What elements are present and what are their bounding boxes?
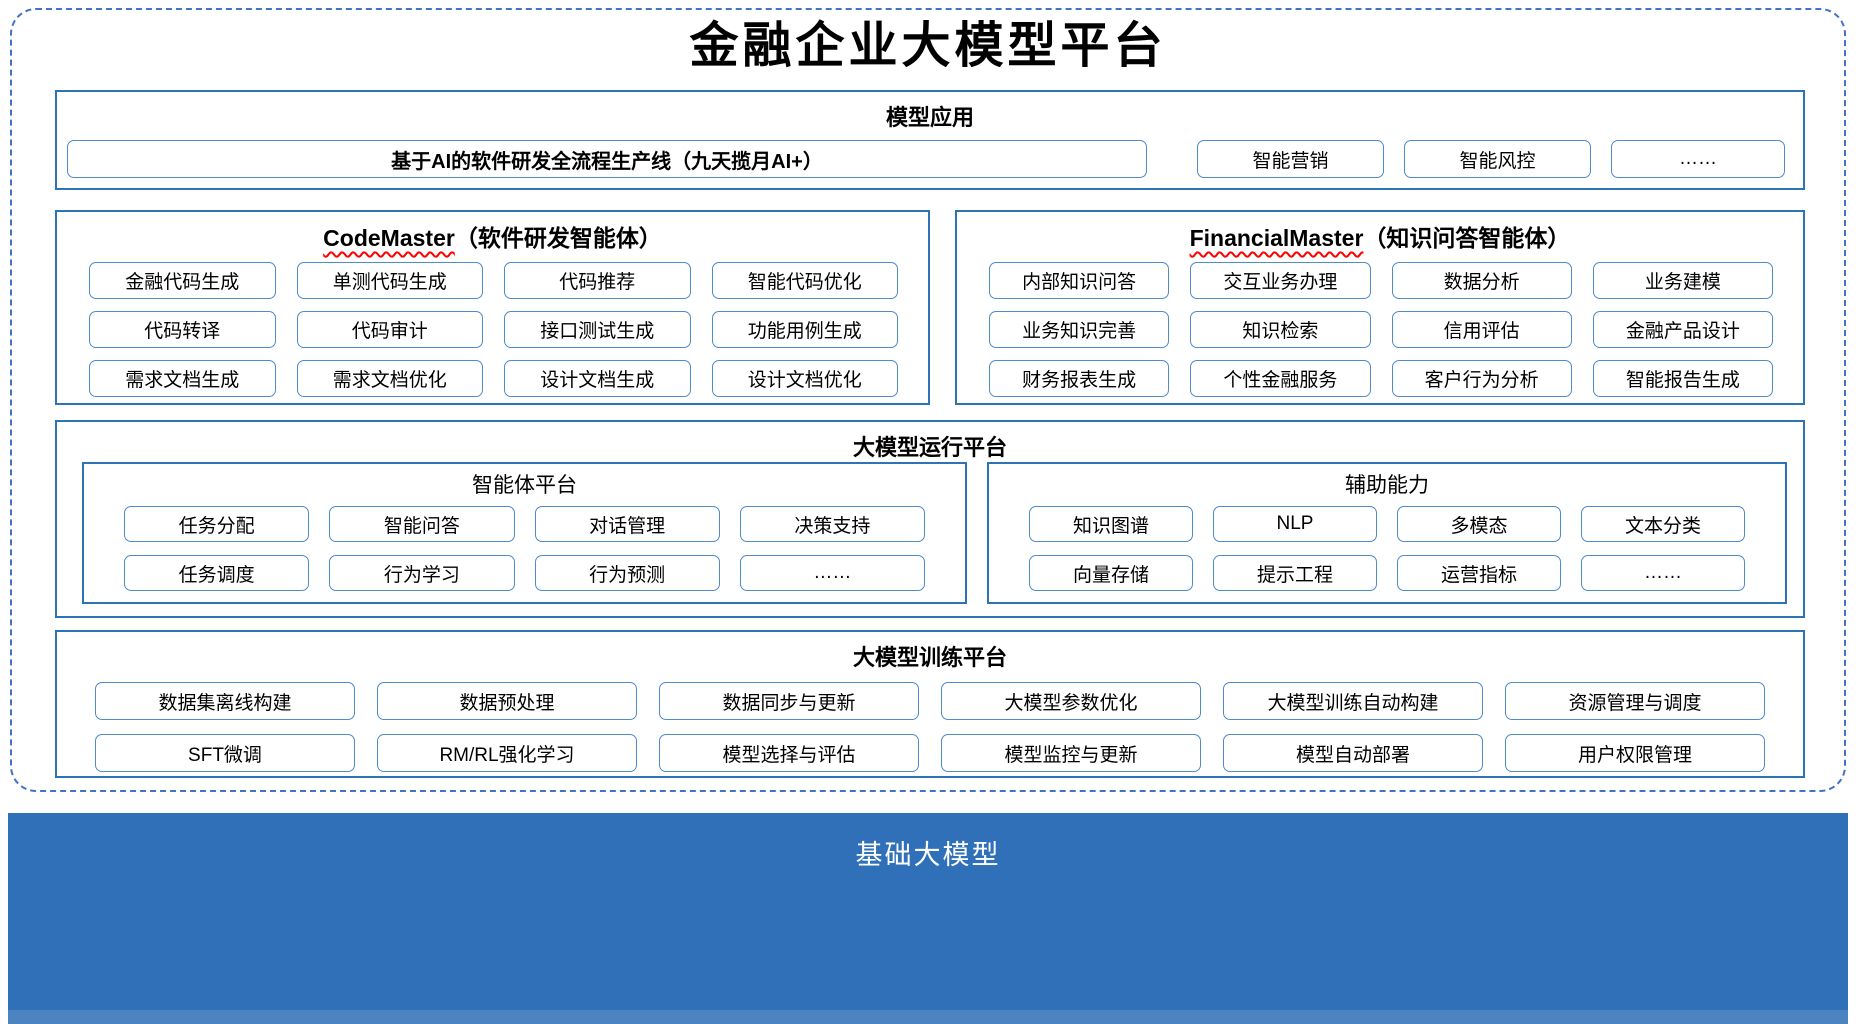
agent-platform-item: …… (739, 555, 925, 591)
aux-capability-grid: 知识图谱 NLP 多模态 文本分类 向量存储 提示工程 运营指标 …… (989, 499, 1785, 591)
codemaster-item: 单测代码生成 (296, 262, 483, 299)
base-model-bar: 基础大模型 (8, 813, 1848, 1024)
financialmaster-subtitle: （知识问答智能体） (1363, 225, 1571, 251)
section-financialmaster: FinancialMaster（知识问答智能体） 内部知识问答 交互业务办理 数… (955, 210, 1805, 405)
section-codemaster: CodeMaster（软件研发智能体） 金融代码生成 单测代码生成 代码推荐 智… (55, 210, 930, 405)
agent-platform-item: 任务调度 (124, 555, 310, 591)
financialmaster-item: 财务报表生成 (989, 360, 1170, 397)
agent-platform-item: 行为预测 (534, 555, 720, 591)
agent-platform-item: 任务分配 (124, 506, 310, 542)
model-applications-header: 模型应用 (885, 105, 974, 130)
aux-capability-item: 运营指标 (1397, 555, 1561, 591)
codemaster-item: 设计文档生成 (504, 360, 691, 397)
training-item: 数据集离线构建 (95, 682, 355, 720)
financialmaster-item: 内部知识问答 (989, 262, 1170, 299)
training-item: 模型自动部署 (1223, 734, 1483, 772)
codemaster-item: 接口测试生成 (504, 311, 691, 348)
aux-capability-title: 辅助能力 (1345, 474, 1429, 497)
runtime-platform-header: 大模型运行平台 (852, 435, 1007, 460)
financialmaster-item: 业务知识完善 (989, 311, 1170, 348)
training-item: 用户权限管理 (1505, 734, 1765, 772)
financialmaster-item: 个性金融服务 (1190, 360, 1371, 397)
section-model-applications: 模型应用 基于AI的软件研发全流程生产线（九天揽月AI+） 智能营销 智能风控 … (55, 90, 1805, 190)
aux-capability-item: 向量存储 (1029, 555, 1193, 591)
codemaster-item: 代码审计 (296, 311, 483, 348)
codemaster-title: CodeMaster（软件研发智能体） (57, 219, 928, 253)
subsection-aux-capability: 辅助能力 知识图谱 NLP 多模态 文本分类 向量存储 提示工程 运营指标 …… (987, 462, 1787, 604)
codemaster-subtitle: （软件研发智能体） (454, 225, 662, 251)
codemaster-item: 智能代码优化 (711, 262, 898, 299)
codemaster-item: 代码推荐 (504, 262, 691, 299)
financialmaster-item: 信用评估 (1391, 311, 1572, 348)
training-item: RM/RL强化学习 (377, 734, 637, 772)
training-item: 模型选择与评估 (659, 734, 919, 772)
aux-capability-item: …… (1581, 555, 1745, 591)
training-platform-grid: 数据集离线构建 数据预处理 数据同步与更新 大模型参数优化 大模型训练自动构建 … (57, 672, 1803, 772)
aux-capability-item: 文本分类 (1581, 506, 1745, 542)
training-item: SFT微调 (95, 734, 355, 772)
base-model-label: 基础大模型 (855, 840, 1001, 870)
financialmaster-name: FinancialMaster (1189, 225, 1364, 251)
financialmaster-grid: 内部知识问答 交互业务办理 数据分析 业务建模 业务知识完善 知识检索 信用评估… (957, 253, 1803, 397)
training-item: 数据同步与更新 (659, 682, 919, 720)
codemaster-item: 代码转译 (89, 311, 276, 348)
codemaster-grid: 金融代码生成 单测代码生成 代码推荐 智能代码优化 代码转译 代码审计 接口测试… (57, 253, 928, 397)
codemaster-item: 设计文档优化 (711, 360, 898, 397)
section-runtime-platform: 大模型运行平台 智能体平台 任务分配 智能问答 对话管理 决策支持 任务调度 行… (55, 420, 1805, 618)
financialmaster-item: 客户行为分析 (1391, 360, 1572, 397)
outer-dashed-frame (10, 8, 1846, 792)
financialmaster-item: 交互业务办理 (1190, 262, 1371, 299)
model-applications-row: 基于AI的软件研发全流程生产线（九天揽月AI+） 智能营销 智能风控 …… (67, 140, 1785, 178)
agent-platform-item: 决策支持 (739, 506, 925, 542)
financialmaster-item: 知识检索 (1190, 311, 1371, 348)
page-title: 金融企业大模型平台 (689, 16, 1167, 74)
subsection-agent-platform: 智能体平台 任务分配 智能问答 对话管理 决策支持 任务调度 行为学习 行为预测… (82, 462, 967, 604)
training-item: 资源管理与调度 (1505, 682, 1765, 720)
agent-platform-title: 智能体平台 (472, 474, 577, 497)
app-box-risk-control: 智能风控 (1404, 140, 1591, 178)
codemaster-item: 需求文档生成 (89, 360, 276, 397)
aux-capability-item: 提示工程 (1213, 555, 1377, 591)
codemaster-item: 功能用例生成 (711, 311, 898, 348)
codemaster-item: 金融代码生成 (89, 262, 276, 299)
app-box-ellipsis: …… (1611, 140, 1785, 178)
financialmaster-item: 智能报告生成 (1592, 360, 1773, 397)
agent-platform-item: 对话管理 (534, 506, 720, 542)
aux-capability-item: NLP (1213, 506, 1377, 542)
codemaster-item: 需求文档优化 (296, 360, 483, 397)
training-item: 大模型训练自动构建 (1223, 682, 1483, 720)
training-item: 大模型参数优化 (941, 682, 1201, 720)
section-training-platform: 大模型训练平台 数据集离线构建 数据预处理 数据同步与更新 大模型参数优化 大模… (55, 630, 1805, 778)
financialmaster-item: 业务建模 (1592, 262, 1773, 299)
financialmaster-item: 金融产品设计 (1592, 311, 1773, 348)
app-box-marketing: 智能营销 (1197, 140, 1384, 178)
financialmaster-item: 数据分析 (1391, 262, 1572, 299)
training-platform-header: 大模型训练平台 (852, 645, 1007, 670)
app-pipeline-box: 基于AI的软件研发全流程生产线（九天揽月AI+） (67, 140, 1147, 178)
aux-capability-item: 多模态 (1397, 506, 1561, 542)
training-item: 数据预处理 (377, 682, 637, 720)
agent-platform-grid: 任务分配 智能问答 对话管理 决策支持 任务调度 行为学习 行为预测 …… (84, 499, 965, 591)
financialmaster-title: FinancialMaster（知识问答智能体） (957, 219, 1803, 253)
codemaster-name: CodeMaster (323, 225, 455, 251)
aux-capability-item: 知识图谱 (1029, 506, 1193, 542)
training-item: 模型监控与更新 (941, 734, 1201, 772)
agent-platform-item: 行为学习 (329, 555, 515, 591)
agent-platform-item: 智能问答 (329, 506, 515, 542)
